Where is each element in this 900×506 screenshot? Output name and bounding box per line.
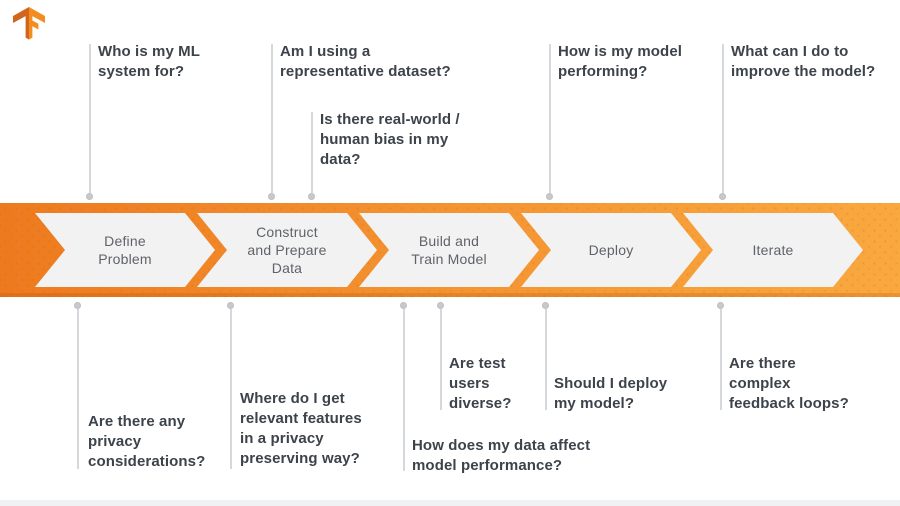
leader-line xyxy=(720,309,722,410)
stage-label: Deploy xyxy=(588,242,634,258)
pipeline-band: Define Problem Construct and Prepare Dat… xyxy=(0,203,900,297)
leader-dot xyxy=(74,302,81,309)
question-who-is-system-for: Who is my ML system for? xyxy=(98,43,201,80)
leader-line xyxy=(230,309,232,469)
leader-line xyxy=(77,309,79,469)
leader-line xyxy=(403,309,405,471)
leader-line xyxy=(89,44,91,193)
stage-label: Build and Train Model xyxy=(411,233,487,267)
stage-construct-prepare-data: Construct and Prepare Data xyxy=(197,213,377,287)
question-model-performing: How is my model performing? xyxy=(558,43,683,80)
leader-dot xyxy=(717,302,724,309)
tensorflow-logo-icon xyxy=(13,7,45,40)
question-representative-dataset: Am I using a representative dataset? xyxy=(280,43,451,80)
bottom-edge-strip xyxy=(0,500,900,506)
leader-line xyxy=(549,44,551,193)
question-improve-model: What can I do to improve the model? xyxy=(731,43,876,80)
leader-dot xyxy=(542,302,549,309)
leader-dot xyxy=(227,302,234,309)
question-real-world-bias: Is there real-world / human bias in my d… xyxy=(320,111,460,168)
stage-iterate: Iterate xyxy=(683,213,863,287)
leader-dot xyxy=(308,193,315,200)
leader-dot xyxy=(268,193,275,200)
leader-line xyxy=(722,44,724,193)
stage-build-train-model: Build and Train Model xyxy=(359,213,539,287)
leader-line xyxy=(271,44,273,193)
question-privacy-considerations: Are there any privacy considerations? xyxy=(88,413,206,470)
stage-define-problem: Define Problem xyxy=(35,213,215,287)
question-relevant-features-privacy: Where do I get relevant features in a pr… xyxy=(240,390,362,467)
question-should-deploy: Should I deploy my model? xyxy=(554,375,668,412)
question-test-users-diverse: Are test users diverse? xyxy=(449,355,512,412)
leader-line xyxy=(311,112,313,193)
question-feedback-loops: Are there complex feedback loops? xyxy=(729,355,849,412)
leader-dot xyxy=(546,193,553,200)
stage-label: Iterate xyxy=(752,242,794,258)
stage-deploy: Deploy xyxy=(521,213,701,287)
question-data-affect-performance: How does my data affect model performanc… xyxy=(412,437,591,474)
leader-dot xyxy=(86,193,93,200)
stage-label: Construct and Prepare Data xyxy=(247,224,327,276)
leader-dot xyxy=(400,302,407,309)
leader-line xyxy=(545,309,547,410)
leader-dot xyxy=(719,193,726,200)
stage-label: Define Problem xyxy=(98,233,152,267)
leader-dot xyxy=(437,302,444,309)
leader-line xyxy=(440,309,442,410)
